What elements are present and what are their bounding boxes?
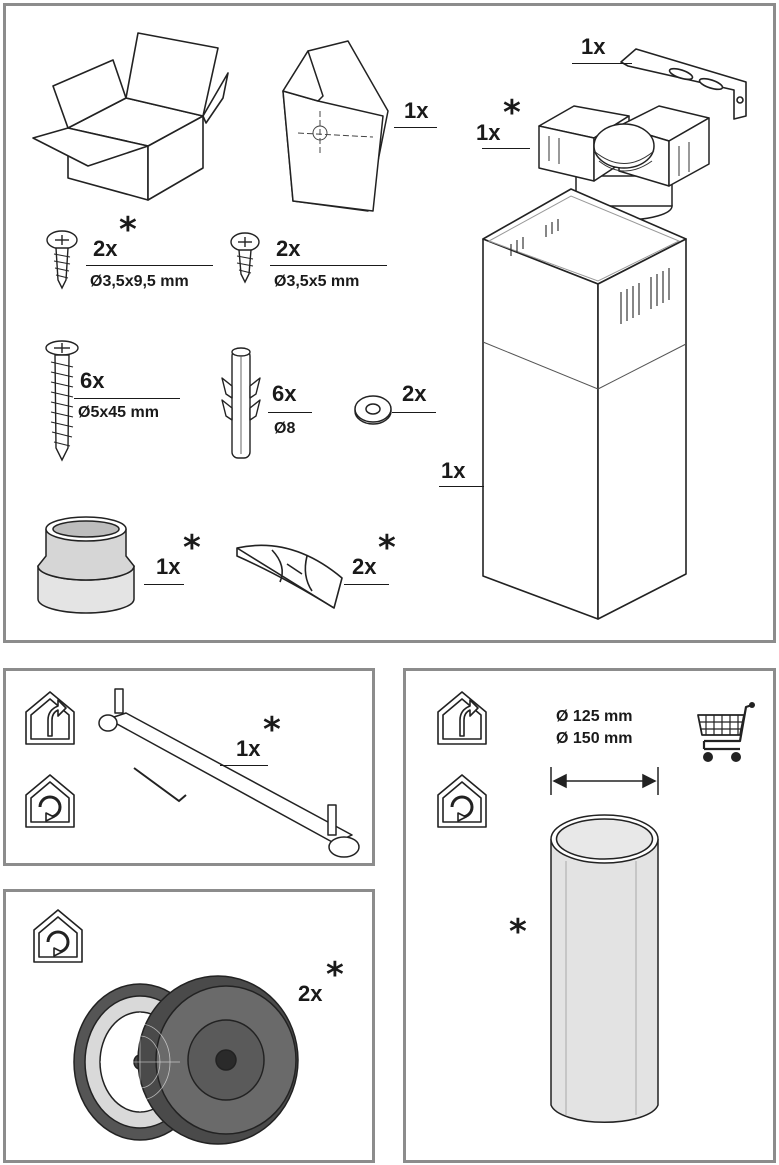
plug-underline [268, 412, 312, 413]
instruction-manual-illustration [282, 40, 389, 212]
deflector-panel: 1x * [3, 668, 375, 866]
filters-optional-marker: * [326, 955, 344, 995]
chimney-qty-label: 1x [441, 458, 466, 483]
filters-qty-label: 2x [298, 981, 323, 1006]
reducer-illustration [37, 516, 135, 614]
screw-b-qty-label: 2x [276, 236, 301, 261]
bracket-qty-underline [572, 63, 632, 64]
screw-long-illustration [45, 340, 79, 462]
deflector-tube-illustration [98, 688, 360, 858]
wall-plug-illustration [221, 347, 261, 459]
plug-spec: Ø8 [274, 420, 296, 437]
shopping-cart-icon [697, 702, 755, 762]
screw-c-qty-label: 6x [80, 368, 105, 393]
wall-bracket-illustration [620, 48, 747, 120]
recirculation-house-icon [437, 774, 487, 828]
recirculation-house-icon [25, 774, 75, 828]
motor-optional-marker: * [503, 93, 521, 133]
screw-a-spec: Ø3,5x9,5 mm [90, 273, 189, 290]
deflector-optional-marker: * [263, 710, 281, 750]
exhaust-house-icon [25, 691, 75, 745]
pipe-diameter-150: Ø 150 mm [556, 730, 633, 747]
screw-a-optional-marker: * [119, 210, 137, 250]
flap-qty-label: 2x [352, 554, 377, 579]
screw-b-underline [270, 265, 387, 266]
deflector-underline [220, 765, 268, 766]
exhaust-house-icon [437, 691, 487, 745]
manual-qty-underline [394, 127, 437, 128]
carbon-filters-illustration [73, 975, 299, 1145]
flap-optional-marker: * [378, 528, 396, 568]
plug-qty-label: 6x [272, 381, 297, 406]
motor-qty-underline [482, 148, 530, 149]
duct-pipe-panel: Ø 125 mm Ø 150 mm [403, 668, 776, 1163]
recirculation-filter-icon [33, 909, 83, 963]
components-panel: 1x 1x 1x * [3, 3, 776, 643]
washer-illustration [354, 395, 392, 425]
filters-panel: 2x * [3, 889, 375, 1163]
motor-unit-illustration [538, 105, 710, 221]
screw-c-underline [74, 398, 180, 399]
pipe-diameter-125: Ø 125 mm [556, 708, 633, 725]
reducer-underline [144, 584, 184, 585]
backflow-flap-illustration [236, 544, 343, 609]
pipe-optional-marker: * [509, 912, 527, 952]
bracket-qty-label: 1x [581, 34, 606, 59]
screw-a-qty-label: 2x [93, 236, 118, 261]
duct-pipe-illustration [550, 767, 659, 1124]
screw-b-spec: Ø3,5x5 mm [274, 273, 360, 290]
deflector-qty-label: 1x [236, 736, 261, 761]
washer-qty-label: 2x [402, 381, 427, 406]
screw-c-spec: Ø5x45 mm [78, 404, 159, 421]
screw-a-underline [86, 265, 213, 266]
chimney-underline [439, 486, 484, 487]
reducer-qty-label: 1x [156, 554, 181, 579]
chimney-cover-illustration [482, 188, 687, 620]
screw-small-b-illustration [230, 232, 260, 284]
manual-qty-label: 1x [404, 98, 429, 123]
flap-underline [344, 584, 389, 585]
screw-small-a-illustration [46, 230, 78, 290]
reducer-optional-marker: * [183, 528, 201, 568]
motor-qty-label: 1x [476, 120, 501, 145]
cardboard-box-illustration [32, 32, 229, 201]
washer-underline [392, 412, 436, 413]
